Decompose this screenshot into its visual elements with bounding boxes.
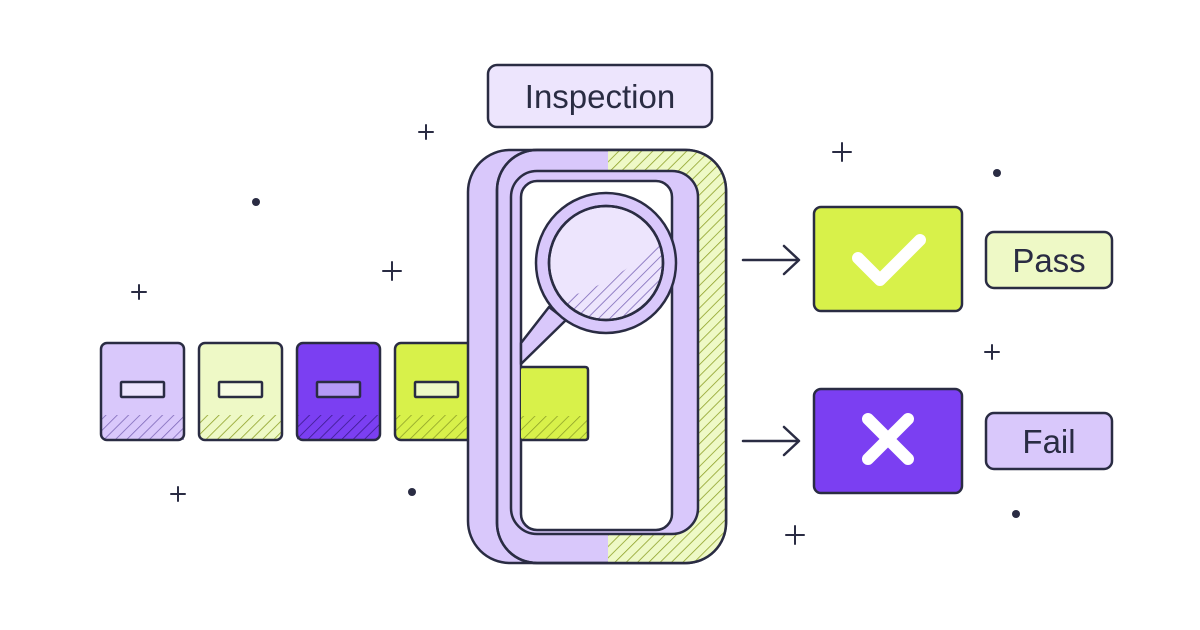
fail-label: Fail	[1022, 423, 1075, 460]
pass-outcome: Pass	[812, 205, 1114, 313]
check-icon	[852, 234, 926, 286]
inspected-item	[521, 365, 590, 442]
decorative-dots	[252, 169, 1020, 518]
x-icon	[862, 413, 914, 465]
conveyor-item-2	[197, 341, 284, 442]
decorative-sparkles	[131, 124, 1000, 545]
arrow-to-fail	[741, 425, 801, 457]
conveyor-item-4	[393, 341, 480, 442]
inspection-label: Inspection	[486, 63, 714, 129]
conveyor-item-1	[99, 341, 186, 442]
inspection-machine	[466, 148, 728, 565]
conveyor-items	[99, 341, 480, 442]
conveyor-item-3	[295, 341, 382, 442]
arrow-to-pass	[741, 244, 801, 276]
fail-outcome: Fail	[812, 387, 1114, 495]
pass-label: Pass	[1012, 242, 1085, 279]
inspection-label-text: Inspection	[525, 78, 675, 115]
magnifier-icon	[519, 191, 678, 366]
